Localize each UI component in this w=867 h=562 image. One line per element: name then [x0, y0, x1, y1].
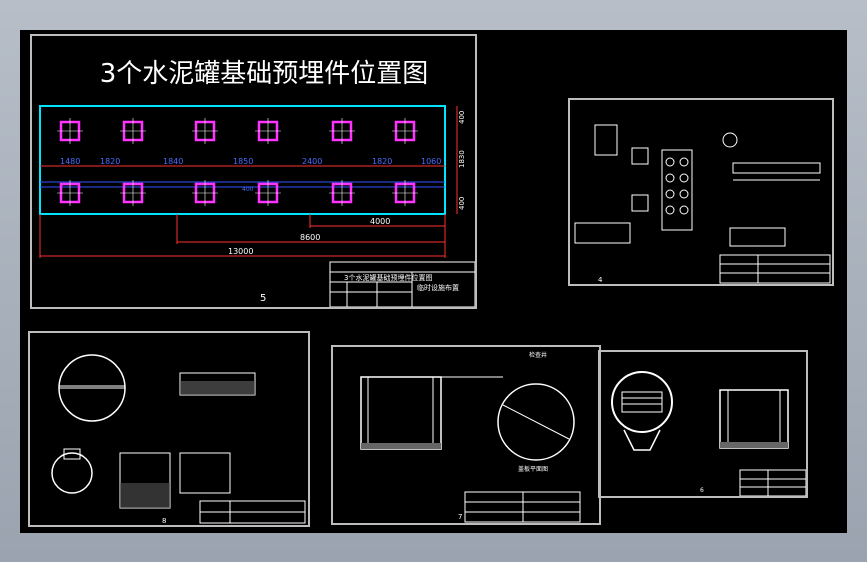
sheet-number: 8 [162, 517, 166, 525]
label: 检查井 [529, 351, 547, 359]
dim-text-inner: 400 [242, 186, 254, 193]
dim-text: 4000 [370, 217, 390, 226]
inspection-well-drawing: 检查井 盖板平面图 7 [360, 351, 581, 523]
details-a-drawing: 4 [574, 124, 831, 284]
sheet-number: 4 [598, 276, 603, 284]
dim-text: 400 [458, 197, 466, 210]
dim-text: 1820 [100, 157, 120, 166]
drawing-sheet-embed-layout[interactable]: 3个水泥罐基础预埋件位置图 1480 1820 1840 1850 2400 1… [30, 34, 477, 309]
dim-text: 1830 [458, 150, 466, 168]
embed-layout-drawing: 3个水泥罐基础预埋件位置图 1480 1820 1840 1850 2400 1… [39, 59, 476, 308]
sheet-number: 5 [260, 293, 266, 304]
dim-text: 13000 [228, 247, 253, 256]
label: 盖板平面图 [518, 465, 548, 473]
dim-text: 1060 [421, 157, 441, 166]
drawing-sheet-inspection-well[interactable]: 检查井 盖板平面图 7 [331, 345, 601, 525]
drawing-title: 3个水泥罐基础预埋件位置图 [100, 59, 429, 89]
title-block-name: 3个水泥罐基础预埋件位置图 [344, 273, 432, 282]
dim-text: 1840 [163, 157, 183, 166]
foundation-outline [39, 105, 446, 215]
drawing-sheet-details-a[interactable]: 4 [568, 98, 834, 286]
dim-text: 1480 [60, 157, 80, 166]
cad-model-space[interactable]: 3个水泥罐基础预埋件位置图 1480 1820 1840 1850 2400 1… [20, 30, 847, 533]
drawing-sheet-drain[interactable]: 6 [598, 350, 808, 498]
details-b-drawing: 8 [51, 354, 306, 525]
dim-text: 1850 [233, 157, 253, 166]
dim-text: 8600 [300, 233, 320, 242]
title-block-cell: 临时设施布置 [417, 283, 459, 292]
sheet-number: 7 [458, 513, 462, 521]
dim-text: 2400 [302, 157, 322, 166]
drain-drawing: 6 [611, 371, 807, 497]
dim-text: 1820 [372, 157, 392, 166]
drawing-sheet-details-b[interactable]: 8 [28, 331, 310, 527]
sheet-number: 6 [700, 487, 704, 494]
dim-text: 400 [458, 111, 466, 124]
